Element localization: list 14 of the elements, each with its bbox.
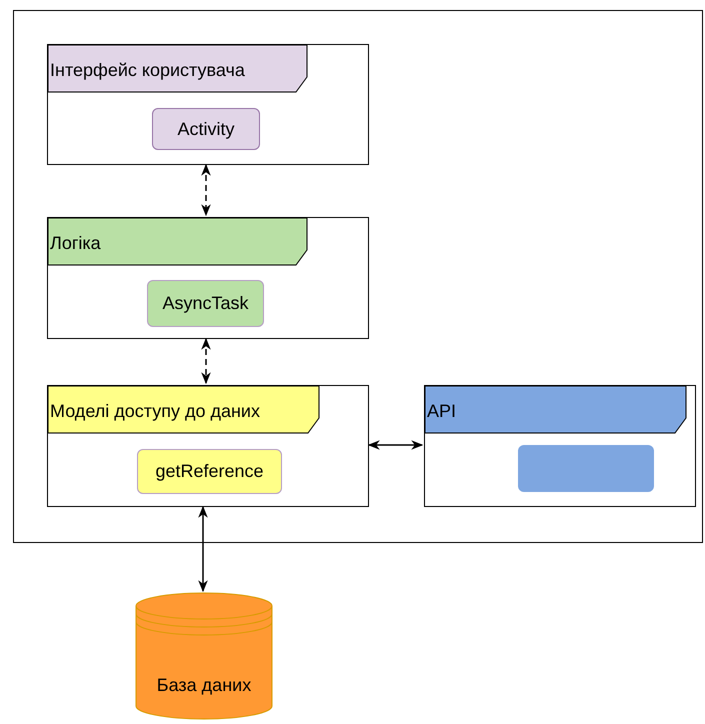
frame-title: API xyxy=(427,400,456,422)
component-box: Activity xyxy=(152,108,260,150)
frame-title: Інтерфейс користувача xyxy=(50,59,245,81)
container-frame xyxy=(13,10,703,543)
frame-title: Моделі доступу до даних xyxy=(50,400,260,422)
component-box: getReference xyxy=(137,449,282,494)
arrow xyxy=(198,506,208,592)
database-label: База даних xyxy=(156,674,252,697)
component-box: AsyncTask xyxy=(147,280,264,327)
arrow xyxy=(368,440,424,450)
service-box xyxy=(518,445,654,492)
arrow xyxy=(201,164,211,216)
frame-title: Логіка xyxy=(50,232,101,254)
arrow xyxy=(201,338,211,384)
